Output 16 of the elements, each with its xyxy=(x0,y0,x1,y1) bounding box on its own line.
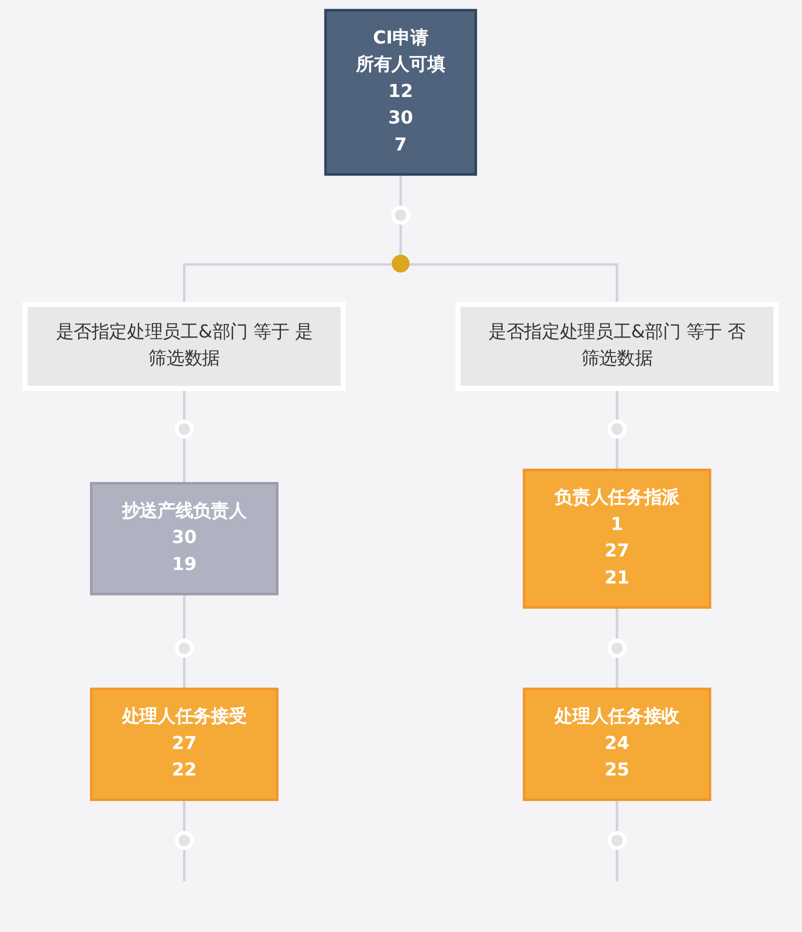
node-box: 负责人任务指派 1 27 21 xyxy=(523,468,712,609)
node-box: 处理人任务接收 24 25 xyxy=(523,688,712,802)
node-box: 是否指定处理员工&部门 等于 否 筛选数据 xyxy=(456,302,779,391)
node-box: CI申请 所有人可填 12 30 7 xyxy=(324,8,478,176)
node-box: 是否指定处理员工&部门 等于 是 筛选数据 xyxy=(23,302,346,391)
connector xyxy=(616,606,619,641)
node-circle xyxy=(175,420,194,439)
connector xyxy=(400,173,402,208)
node-circle xyxy=(175,830,194,850)
node-circle xyxy=(391,206,411,225)
node-circle xyxy=(392,254,410,273)
node-box: 处理人任务接受 27 22 xyxy=(90,688,279,802)
node-circle xyxy=(608,830,627,850)
node-circle xyxy=(608,420,627,439)
node-circle xyxy=(608,638,627,658)
node-circle xyxy=(175,638,194,658)
